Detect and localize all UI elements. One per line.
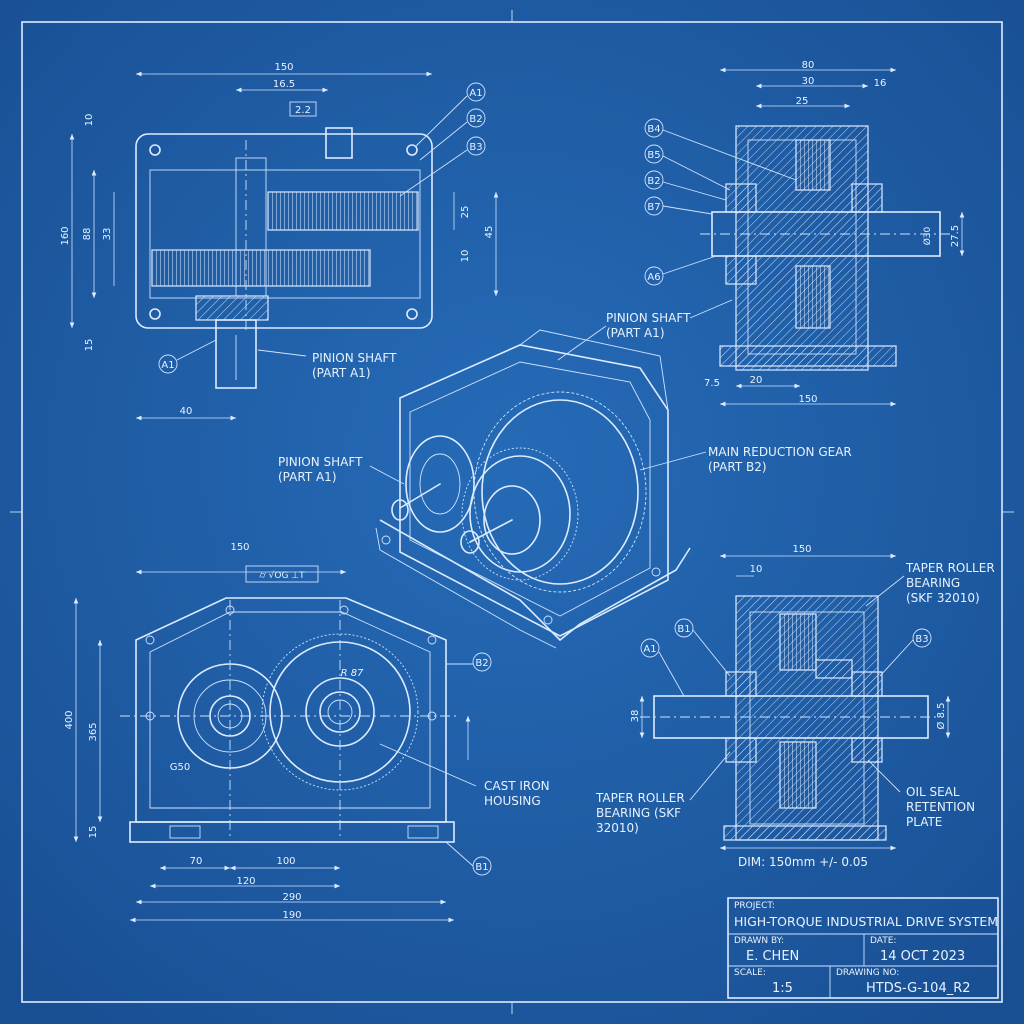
dim-front-top-width: 150 <box>230 542 249 553</box>
balloon-top-b3: B3 <box>399 136 486 197</box>
svg-text:A1: A1 <box>643 644 656 655</box>
dim-note: DIM: 150mm +/- 0.05 <box>738 855 868 869</box>
dim-side-right-h: 27.5 <box>950 225 961 247</box>
balloon-front-b1: B1 <box>445 841 492 876</box>
dim-front-inner-h: 365 <box>88 722 99 741</box>
svg-text:B3: B3 <box>915 634 928 645</box>
balloon-side-b7: B7 <box>644 196 713 216</box>
dim-section-width: 150 <box>792 544 811 555</box>
balloon-side-b2: B2 <box>644 170 727 201</box>
dim-side-base-h: 20 <box>750 375 763 386</box>
dim-front-d3: 120 <box>236 876 255 887</box>
front-view: 150 ⌭ √OG ⊥T 400 365 15 G50 R 87 70 100 … <box>64 542 550 923</box>
dim-top-inner-h1: 88 <box>82 228 93 241</box>
dim-top-gear-gap: 10 <box>460 250 471 263</box>
callout-iso-main-gear: MAIN REDUCTION GEAR(PART B2) <box>708 445 852 474</box>
iso-view: PINION SHAFT(PART A1) PINION SHAFT(PART … <box>278 325 852 649</box>
svg-text:B2: B2 <box>475 658 488 669</box>
tb-drawing-label: DRAWING NO: <box>836 968 899 978</box>
dim-top-inner: 16.5 <box>273 79 295 90</box>
dim-section-shaft-left: 38 <box>630 710 641 723</box>
svg-text:A1: A1 <box>469 88 482 99</box>
svg-text:B7: B7 <box>647 202 660 213</box>
svg-text:A6: A6 <box>647 272 660 283</box>
balloon-side-a6: A6 <box>644 255 717 286</box>
tb-drawing-no: HTDS-G-104_R2 <box>866 981 971 996</box>
svg-text:B1: B1 <box>475 862 488 873</box>
dim-top-top: 10 <box>84 114 95 127</box>
dim-front-radius: R 87 <box>341 668 364 679</box>
dim-section-offset: 10 <box>750 564 763 575</box>
dim-top-right-h: 45 <box>484 226 495 239</box>
dim-side-overall: 80 <box>802 60 815 71</box>
callout-side-pinion-shaft: PINION SHAFT(PART A1) <box>606 311 691 340</box>
svg-text:A1: A1 <box>161 360 174 371</box>
dim-top-height: 160 <box>60 226 71 245</box>
svg-text:B5: B5 <box>647 150 660 161</box>
tb-drawn: E. CHEN <box>746 949 799 964</box>
dim-side-bottom-off: 7.5 <box>704 378 720 389</box>
dim-front-d1: 70 <box>190 856 203 867</box>
balloon-top-a1-bottom: A1 <box>158 339 217 374</box>
sheet-border <box>10 10 1014 1014</box>
dim-side-hub: 30 <box>802 76 815 87</box>
tb-project: HIGH-TORQUE INDUSTRIAL DRIVE SYSTEM <box>734 914 998 929</box>
svg-text:B2: B2 <box>469 114 482 125</box>
dim-top-inner-h2: 33 <box>102 228 113 241</box>
balloon-front-b2: B2 <box>446 652 492 672</box>
tb-scale-label: SCALE: <box>734 968 766 978</box>
callout-top-pinion-shaft: PINION SHAFT(PART A1) <box>312 351 397 380</box>
dim-side-offset: 16 <box>874 78 887 89</box>
balloon-side-b4: B4 <box>644 118 797 181</box>
tb-scale: 1:5 <box>772 981 793 996</box>
balloon-section-b1: B1 <box>674 618 731 677</box>
balloon-top-b2: B2 <box>419 108 486 161</box>
svg-text:B3: B3 <box>469 142 482 153</box>
dim-front-pinion: G50 <box>170 762 190 773</box>
dim-top-tolerance: 2.2 <box>295 105 311 116</box>
dim-top-width: 150 <box>274 62 293 73</box>
title-block: PROJECT: HIGH-TORQUE INDUSTRIAL DRIVE SY… <box>727 897 999 999</box>
dim-top-shaft-len: 40 <box>180 406 193 417</box>
top-view: 150 16.5 2.2 160 88 33 10 15 25 10 45 40… <box>60 62 499 421</box>
svg-text:B1: B1 <box>677 624 690 635</box>
balloon-section-a1: A1 <box>640 638 685 697</box>
svg-text:B2: B2 <box>647 176 660 187</box>
tb-date-label: DATE: <box>870 936 896 946</box>
dim-front-d5: 190 <box>282 910 301 921</box>
dim-front-d4: 290 <box>282 892 301 903</box>
svg-text:B4: B4 <box>647 124 660 135</box>
dim-side-shaft-dia: Ø30 <box>922 226 933 245</box>
balloon-top-a1: A1 <box>415 82 486 147</box>
dim-front-height: 400 <box>64 710 75 729</box>
dim-side-face: 25 <box>796 96 809 107</box>
tb-date: 14 OCT 2023 <box>880 949 965 964</box>
side-view: 80 30 25 16 Ø30 27.5 7.5 20 150 B4 B5 B2… <box>606 60 965 407</box>
dim-top-bottom: 15 <box>84 339 95 352</box>
dim-front-bottom: 15 <box>88 826 99 839</box>
dim-front-tolerance: ⌭ √OG ⊥T <box>259 570 305 581</box>
dim-front-d2: 100 <box>276 856 295 867</box>
callout-iso-pinion-shaft: PINION SHAFT(PART A1) <box>278 455 363 484</box>
balloon-side-b5: B5 <box>644 144 731 191</box>
tb-project-label: PROJECT: <box>734 901 775 911</box>
balloon-section-b3: B3 <box>879 628 932 677</box>
dim-section-shaft-dia: Ø 8.5 <box>935 703 947 730</box>
tb-drawn-label: DRAWN BY: <box>734 936 784 946</box>
dim-top-gear-face: 25 <box>460 206 471 219</box>
dim-side-base-w: 150 <box>798 394 817 405</box>
